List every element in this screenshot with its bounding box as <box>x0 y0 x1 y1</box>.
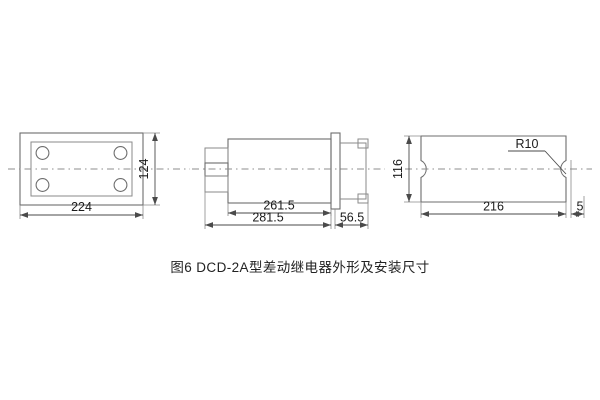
dim-label-281-5: 281.5 <box>252 211 283 225</box>
dim-label-56-5: 56.5 <box>340 211 364 225</box>
dim-label-124: 124 <box>137 159 151 180</box>
mounting-hole-top-left <box>35 146 50 160</box>
mounting-hole-top-right <box>113 146 128 160</box>
dim-label-116: 116 <box>391 159 405 179</box>
side-rear-tab-bottom <box>357 193 369 204</box>
dim-label-224: 224 <box>71 200 92 214</box>
side-front-stub-upper <box>204 147 229 164</box>
top-cutout-view: R10 116 216 5 <box>391 135 592 218</box>
side-rear-body <box>340 142 367 200</box>
mounting-hole-bottom-left <box>35 178 50 192</box>
dim-label-r10: R10 <box>516 137 539 151</box>
side-flange-plate <box>330 132 341 210</box>
side-body-rect <box>227 138 332 204</box>
side-front-stub-lower <box>204 175 229 193</box>
figure-caption: 图6 DCD-2A型差动继电器外形及安装尺寸 <box>170 260 430 275</box>
side-rear-tab-top <box>357 138 369 149</box>
dim-label-261-5: 261.5 <box>263 199 294 213</box>
r10-leader-diagonal <box>544 150 567 175</box>
side-front-stub-middle <box>204 162 229 177</box>
mounting-hole-bottom-right <box>113 178 128 192</box>
side-section-view: 261.5 281.5 56.5 <box>192 132 385 229</box>
dim-label-5: 5 <box>577 200 584 214</box>
front-panel-view: 224 124 <box>8 132 190 219</box>
dim-label-216: 216 <box>483 200 504 214</box>
